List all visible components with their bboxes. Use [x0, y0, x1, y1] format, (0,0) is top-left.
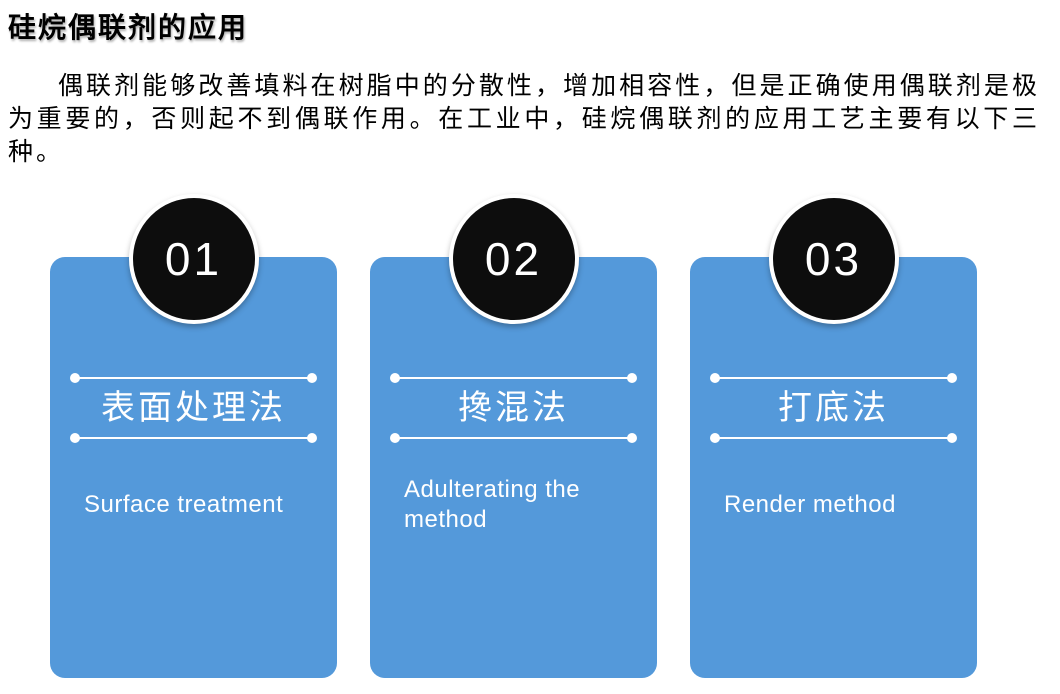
method-title-zh-2: 搀混法	[458, 389, 569, 427]
process-card-2: 02 搀混法 Adulterating the method	[370, 194, 657, 678]
step-badge-1: 01	[128, 194, 259, 324]
divider-bottom-1	[70, 433, 317, 443]
divider-dot-left	[390, 373, 400, 383]
divider-dot-left	[710, 373, 720, 383]
method-title-en-1: Surface treatment	[84, 473, 309, 537]
method-title-en-text: Adulterating the method	[404, 476, 581, 533]
divider-top-2	[390, 373, 637, 383]
divider-dot-right	[947, 373, 957, 383]
step-number-1: 01	[164, 233, 223, 285]
divider-dot-right	[307, 433, 317, 443]
divider-bottom-3	[710, 433, 957, 443]
divider-dot-right	[627, 433, 637, 443]
step-badge-3: 03	[768, 194, 899, 324]
process-card-1: 01 表面处理法 Surface treatment	[50, 194, 337, 678]
divider-top-3	[710, 373, 957, 383]
divider-dot-right	[307, 373, 317, 383]
method-title-zh-1: 表面处理法	[101, 389, 286, 427]
method-title-zh-3: 打底法	[778, 389, 889, 427]
divider-dot-left	[70, 433, 80, 443]
step-badge-2: 02	[448, 194, 579, 324]
divider-dot-left	[710, 433, 720, 443]
divider-dot-left	[70, 373, 80, 383]
divider-bottom-2	[390, 433, 637, 443]
page-title: 硅烷偶联剂的应用	[8, 13, 249, 44]
step-number-2: 02	[484, 233, 543, 285]
intro-paragraph: 偶联剂能够改善填料在树脂中的分散性，增加相容性，但是正确使用偶联剂是极为重要的，…	[8, 73, 1040, 166]
method-title-en-2: Adulterating the method	[404, 473, 629, 537]
divider-top-1	[70, 373, 317, 383]
method-title-en-text: Render method	[724, 491, 896, 518]
step-number-3: 03	[804, 233, 863, 285]
divider-dot-left	[390, 433, 400, 443]
method-title-en-text: Surface treatment	[84, 491, 284, 518]
divider-dot-right	[947, 433, 957, 443]
divider-dot-right	[627, 373, 637, 383]
process-card-3: 03 打底法 Render method	[690, 194, 977, 678]
method-title-en-3: Render method	[724, 473, 949, 537]
